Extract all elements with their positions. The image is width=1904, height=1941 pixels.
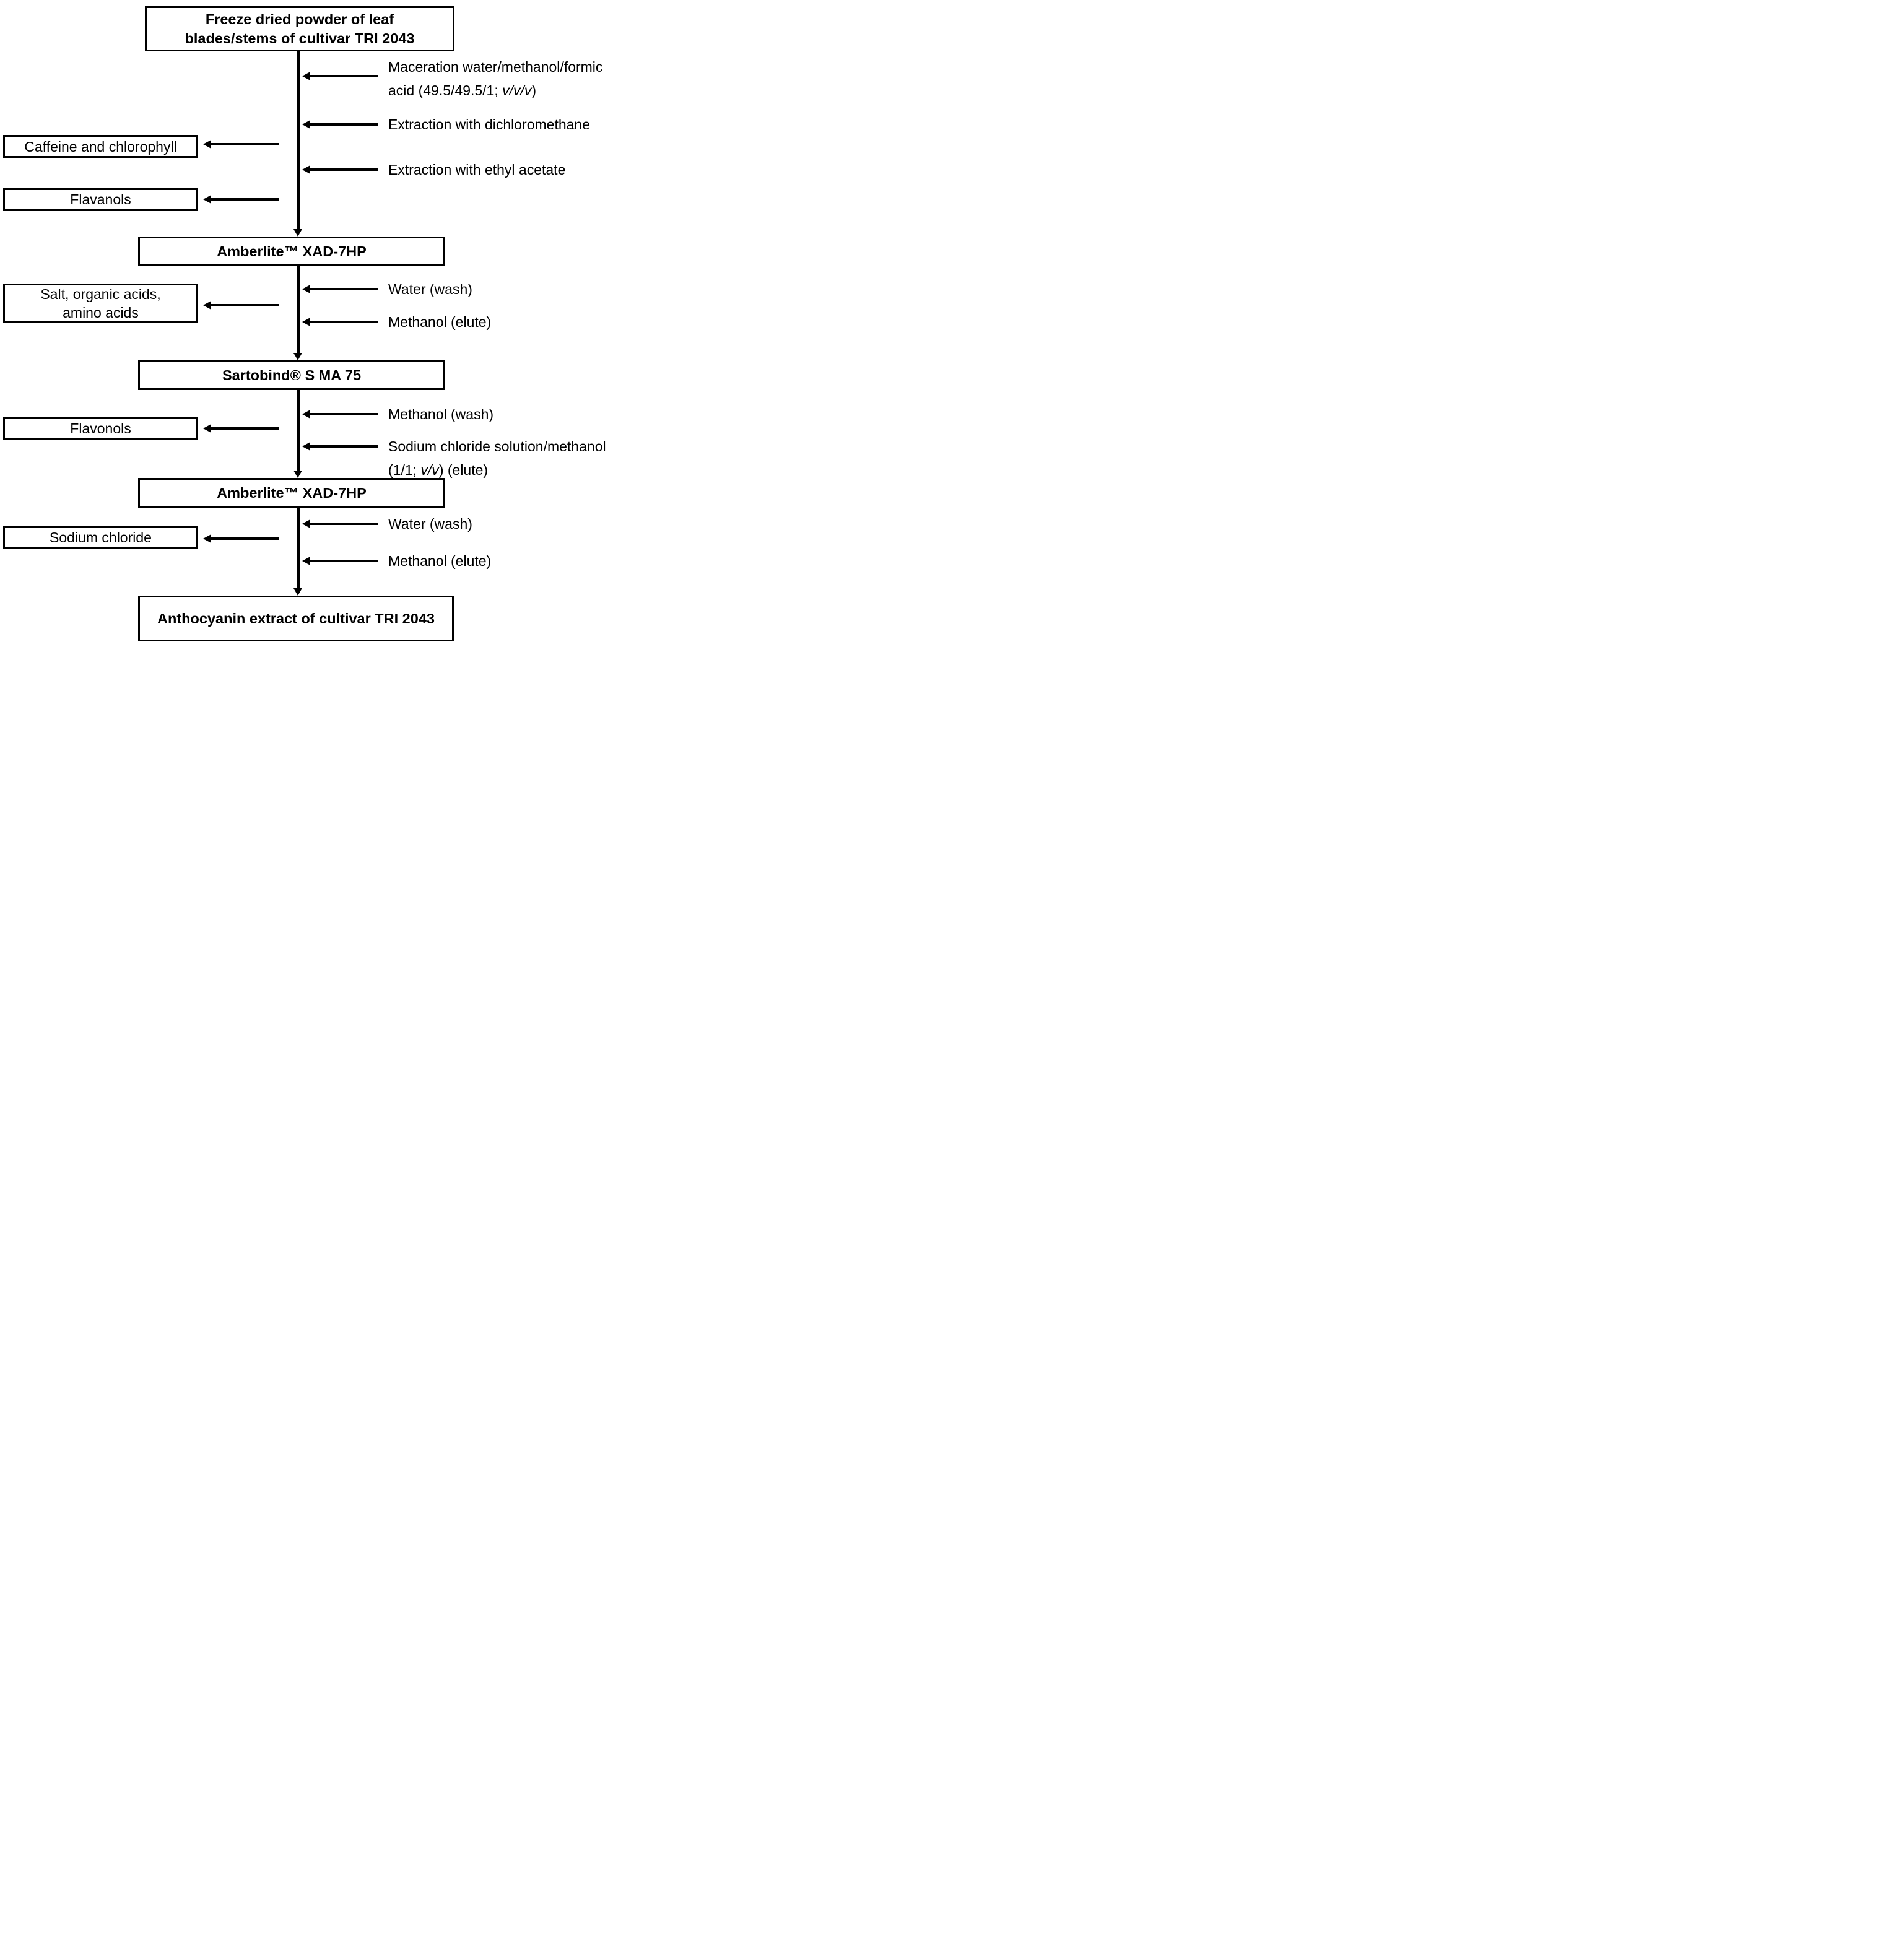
step-label-maceration-line1: Maceration water/methanol/formic xyxy=(388,59,603,75)
input-arrow-methanol-wash xyxy=(302,410,378,419)
step-label-methanol-elute-2: Methanol (elute) xyxy=(388,553,492,569)
left-arrow-to-sodium-chloride xyxy=(203,534,279,543)
left-arrow-icon xyxy=(203,140,211,149)
arrow-shaft xyxy=(310,287,378,291)
left-arrow-to-salt xyxy=(203,301,279,310)
down-arrow-icon xyxy=(293,353,302,360)
arrow-shaft xyxy=(310,445,378,448)
arrow-shaft xyxy=(211,537,279,541)
step-label-water-wash-2: Water (wash) xyxy=(388,516,472,532)
input-arrow-nacl-methanol xyxy=(302,442,378,451)
connector-shaft xyxy=(297,266,300,354)
arrow-shaft xyxy=(310,559,378,563)
step-label-nacl-line2: (1/1; v/v) (elute) xyxy=(388,462,489,478)
step-label-dichloromethane: Extraction with dichloromethane xyxy=(388,116,590,132)
connector-shaft xyxy=(297,390,300,472)
process-box-source-line1: Freeze dried powder of leaf xyxy=(205,11,394,27)
process-box-sartobind-label: Sartobind® S MA 75 xyxy=(222,367,362,383)
step-label-ethyl-acetate: Extraction with ethyl acetate xyxy=(388,162,566,178)
byproduct-box-caffeine-label: Caffeine and chlorophyll xyxy=(24,138,177,155)
left-arrow-icon xyxy=(302,165,310,174)
arrow-shaft xyxy=(211,142,279,146)
connector-shaft xyxy=(297,508,300,589)
flowchart-canvas: Freeze dried powder of leaf blades/stems… xyxy=(0,0,635,647)
byproduct-box-sodium-chloride: Sodium chloride xyxy=(3,526,198,549)
process-box-product-label: Anthocyanin extract of cultivar TRI 2043 xyxy=(157,610,435,627)
arrow-shaft xyxy=(211,303,279,307)
byproduct-box-salt-line1: Salt, organic acids, xyxy=(40,285,161,302)
left-arrow-icon xyxy=(302,72,310,80)
down-arrow-connector-3 xyxy=(293,390,303,478)
byproduct-box-flavanols-label: Flavanols xyxy=(70,191,131,207)
step-label-maceration: Maceration water/methanol/formic acid (4… xyxy=(388,55,602,102)
down-arrow-icon xyxy=(293,588,302,596)
byproduct-box-flavonols: Flavonols xyxy=(3,417,198,440)
byproduct-box-salt-organic-amino: Salt, organic acids, amino acids xyxy=(3,284,198,323)
step-label-methanol-wash: Methanol (wash) xyxy=(388,406,494,422)
left-arrow-icon xyxy=(203,195,211,204)
step-label-methanol-elute-1: Methanol (elute) xyxy=(388,314,492,330)
left-arrow-icon xyxy=(302,442,310,451)
down-arrow-connector-1 xyxy=(293,51,303,237)
arrow-shaft xyxy=(310,320,378,324)
byproduct-box-sodium-chloride-label: Sodium chloride xyxy=(50,529,152,545)
left-arrow-icon xyxy=(302,120,310,129)
process-box-amberlite-2-label: Amberlite™ XAD-7HP xyxy=(217,485,367,501)
input-arrow-maceration xyxy=(302,72,378,80)
arrow-shaft xyxy=(310,123,378,126)
left-arrow-icon xyxy=(203,534,211,543)
left-arrow-to-flavanols xyxy=(203,195,279,204)
left-arrow-icon xyxy=(203,301,211,310)
down-arrow-connector-4 xyxy=(293,508,303,596)
arrow-shaft xyxy=(310,522,378,526)
byproduct-box-salt-line2: amino acids xyxy=(63,304,139,321)
step-label-water-wash-1: Water (wash) xyxy=(388,281,472,297)
input-arrow-methanol-elute-1 xyxy=(302,318,378,326)
input-arrow-water-wash-2 xyxy=(302,519,378,528)
left-arrow-icon xyxy=(302,318,310,326)
process-box-amberlite-1: Amberlite™ XAD-7HP xyxy=(138,237,445,266)
input-arrow-dichloromethane xyxy=(302,120,378,129)
left-arrow-icon xyxy=(302,410,310,419)
input-arrow-ethyl-acetate xyxy=(302,165,378,174)
down-arrow-icon xyxy=(293,471,302,478)
connector-shaft xyxy=(297,51,300,230)
process-box-source: Freeze dried powder of leaf blades/stems… xyxy=(145,6,454,51)
process-box-product: Anthocyanin extract of cultivar TRI 2043 xyxy=(138,596,454,641)
left-arrow-icon xyxy=(302,519,310,528)
process-box-amberlite-1-label: Amberlite™ XAD-7HP xyxy=(217,243,367,259)
process-box-sartobind: Sartobind® S MA 75 xyxy=(138,360,445,390)
step-label-nacl-line1: Sodium chloride solution/methanol xyxy=(388,438,606,454)
input-arrow-water-wash-1 xyxy=(302,285,378,293)
process-box-source-line2: blades/stems of cultivar TRI 2043 xyxy=(185,30,415,46)
byproduct-box-flavonols-label: Flavonols xyxy=(70,420,131,436)
arrow-shaft xyxy=(211,198,279,201)
arrow-shaft xyxy=(310,168,378,172)
left-arrow-icon xyxy=(302,285,310,293)
process-box-amberlite-2: Amberlite™ XAD-7HP xyxy=(138,478,445,508)
down-arrow-connector-2 xyxy=(293,266,303,360)
arrow-shaft xyxy=(310,74,378,78)
input-arrow-methanol-elute-2 xyxy=(302,557,378,565)
left-arrow-icon xyxy=(203,424,211,433)
step-label-nacl-methanol: Sodium chloride solution/methanol (1/1; … xyxy=(388,435,606,482)
step-label-maceration-line2: acid (49.5/49.5/1; v/v/v) xyxy=(388,82,537,98)
arrow-shaft xyxy=(310,412,378,416)
left-arrow-to-flavonols xyxy=(203,424,279,433)
byproduct-box-flavanols: Flavanols xyxy=(3,188,198,211)
arrow-shaft xyxy=(211,427,279,430)
down-arrow-icon xyxy=(293,229,302,237)
left-arrow-icon xyxy=(302,557,310,565)
byproduct-box-caffeine: Caffeine and chlorophyll xyxy=(3,135,198,158)
left-arrow-to-caffeine xyxy=(203,140,279,149)
